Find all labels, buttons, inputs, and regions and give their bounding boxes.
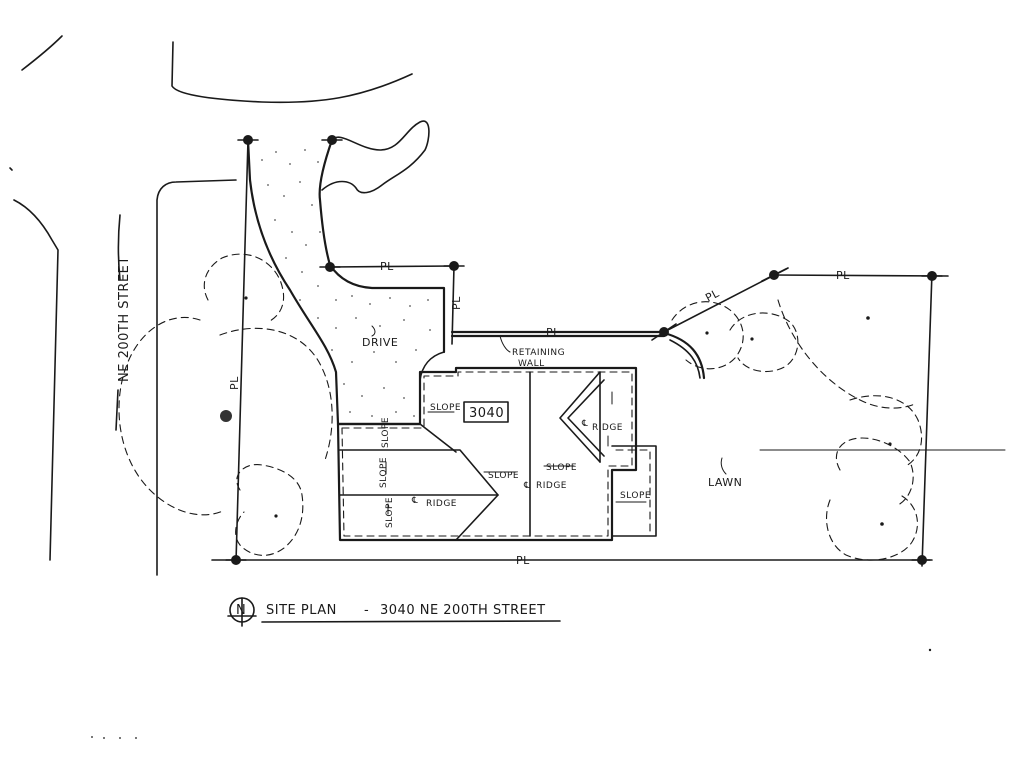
property-line-west: PL: [228, 139, 249, 563]
pin-9: [911, 555, 933, 565]
pin-4: [443, 261, 465, 271]
ridge-mark-right: ℄: [581, 419, 588, 429]
street-label: NE 200TH STREET: [117, 256, 132, 382]
slope-label-6: SLOPE: [546, 463, 577, 473]
slope-label-3: SLOPE: [379, 457, 389, 488]
trees: [118, 253, 923, 561]
slope-label-5: SLOPE: [488, 471, 519, 481]
property-line-south: PL: [211, 554, 931, 567]
lot-edge-north: [321, 120, 430, 194]
property-line-mark-wall: PL: [546, 326, 560, 339]
house: 3040 SLOPE SLOPE SLOPE SLOPE ℄ RIDGE SLO…: [336, 366, 657, 542]
slope-label-1: SLOPE: [430, 403, 461, 413]
curb-strip: [115, 179, 237, 576]
property-line-mark-diagonal: PL: [703, 287, 722, 305]
pin-2: [321, 135, 343, 145]
north-symbol: N: [236, 603, 246, 618]
slope-label-7: SLOPE: [620, 491, 651, 501]
pin-3: [319, 262, 341, 272]
house-number-box: [463, 401, 509, 423]
pin-5: [651, 323, 677, 341]
slope-label-4: SLOPE: [385, 497, 395, 528]
pin-7: [921, 271, 943, 281]
property-line-mark-north: PL: [380, 260, 394, 273]
property-line-east: [921, 271, 933, 567]
title-block: N SITE PLAN - 3040 NE 200TH STREET: [227, 597, 561, 627]
street-edges: [9, 35, 413, 561]
driveway-stipple: [261, 149, 431, 417]
survey-pins: [225, 135, 943, 565]
slope-label-2: SLOPE: [381, 417, 391, 448]
ridge-mark-center: ℄: [523, 481, 530, 491]
property-line-north: PL PL: [329, 260, 463, 345]
ridge-label-center: RIDGE: [536, 481, 567, 491]
title-separator: -: [364, 603, 369, 618]
title-address: 3040 NE 200TH STREET: [380, 603, 546, 618]
property-line-mark-north-vertical: PL: [450, 296, 463, 310]
retaining-wall-label-line1: RETAINING: [512, 348, 565, 358]
property-line-mark-west: PL: [228, 376, 241, 390]
house-number: 3040: [469, 406, 504, 421]
lawn: LAWN: [708, 457, 742, 489]
property-line-mark-northeast: PL: [836, 269, 850, 282]
retaining-wall-label-line2: WALL: [518, 359, 545, 369]
scan-specks: [91, 648, 932, 739]
pin-8: [225, 555, 247, 565]
property-line-northeast: PL PL: [663, 267, 949, 333]
title-text: SITE PLAN: [266, 603, 337, 618]
retaining-wall: PL RETAINING WALL: [450, 326, 706, 380]
ridge-mark-left: ℄: [411, 496, 418, 506]
ridge-label-right: RIDGE: [592, 423, 623, 433]
pin-1: [237, 135, 259, 145]
property-line-mark-south: PL: [516, 554, 530, 567]
pin-6: [761, 268, 787, 282]
lawn-label: LAWN: [708, 476, 742, 489]
ridge-label-left: RIDGE: [426, 499, 457, 509]
drive-label: DRIVE: [362, 336, 398, 349]
